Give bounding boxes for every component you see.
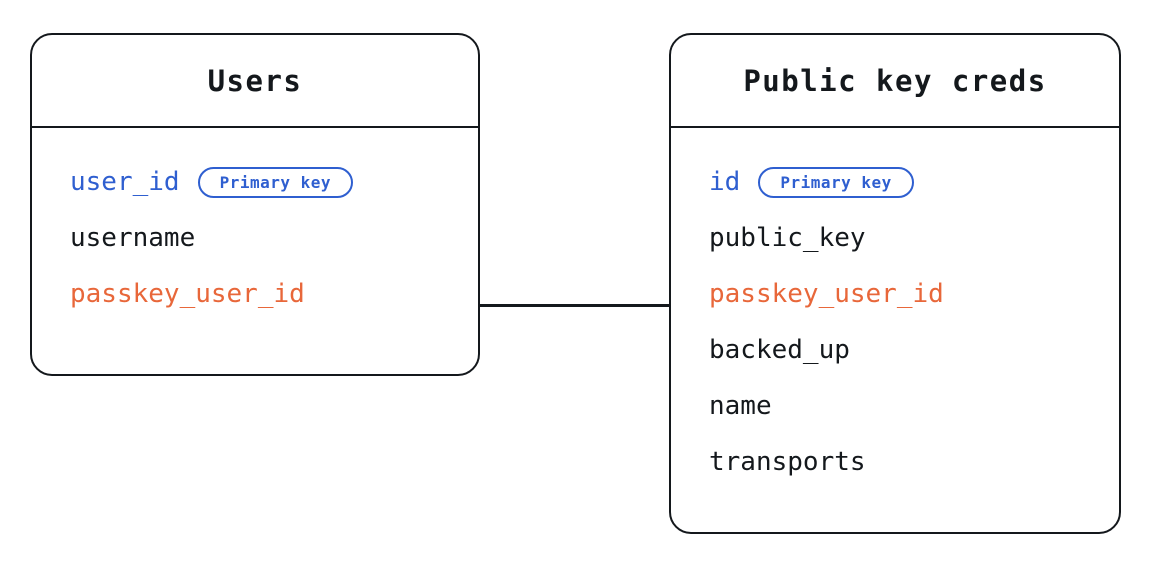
field-row[interactable]: user_id Primary key xyxy=(32,154,478,210)
field-name-public-key: public_key xyxy=(709,223,866,253)
field-name-user-id: user_id xyxy=(70,167,180,197)
entity-users-header: Users xyxy=(32,35,478,128)
field-name-username: username xyxy=(70,223,196,253)
entity-users-fields: user_id Primary key username passkey_use… xyxy=(32,128,478,322)
entity-public-key-creds-fields: id Primary key public_key passkey_user_i… xyxy=(671,128,1119,490)
field-row[interactable]: username xyxy=(32,210,478,266)
field-name-passkey-user-id: passkey_user_id xyxy=(709,279,944,309)
field-row[interactable]: passkey_user_id xyxy=(32,266,478,322)
field-name-transports: transports xyxy=(709,447,866,477)
entity-public-key-creds[interactable]: Public key creds id Primary key public_k… xyxy=(669,33,1121,534)
primary-key-badge: Primary key xyxy=(758,166,914,198)
field-row[interactable]: backed_up xyxy=(671,322,1119,378)
field-row[interactable]: name xyxy=(671,378,1119,434)
field-row[interactable]: id Primary key xyxy=(671,154,1119,210)
field-row[interactable]: transports xyxy=(671,434,1119,490)
entity-public-key-creds-header: Public key creds xyxy=(671,35,1119,128)
primary-key-badge-label: Primary key xyxy=(219,172,332,192)
primary-key-badge-label: Primary key xyxy=(780,172,892,192)
entity-users[interactable]: Users user_id Primary key username passk… xyxy=(30,33,480,376)
field-name-name: name xyxy=(709,391,772,421)
field-row[interactable]: passkey_user_id xyxy=(671,266,1119,322)
entity-public-key-creds-title: Public key creds xyxy=(743,63,1047,98)
primary-key-badge: Primary key xyxy=(197,166,354,198)
field-row[interactable]: public_key xyxy=(671,210,1119,266)
entity-users-title: Users xyxy=(207,63,303,98)
field-name-backed-up: backed_up xyxy=(709,335,850,365)
field-name-passkey-user-id: passkey_user_id xyxy=(70,279,305,309)
relationship-connector-line xyxy=(480,304,669,307)
field-name-id: id xyxy=(709,167,741,197)
